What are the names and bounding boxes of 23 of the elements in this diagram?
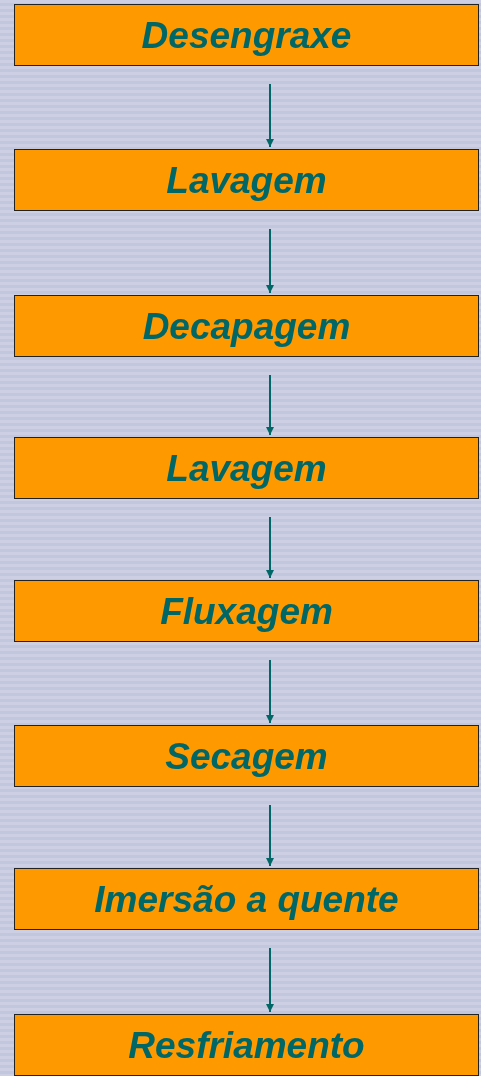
process-box — [14, 868, 479, 930]
arrow — [266, 228, 274, 294]
arrow — [266, 659, 274, 724]
process-box — [14, 295, 479, 357]
process-box — [14, 437, 479, 499]
arrow — [266, 374, 274, 436]
arrow — [266, 83, 274, 148]
process-box — [14, 580, 479, 642]
step-label: Resfriamento — [128, 1026, 365, 1064]
step-label: Desengraxe — [141, 16, 352, 54]
arrow — [266, 804, 274, 867]
process-box — [14, 725, 479, 787]
step-label: Lavagem — [166, 161, 327, 199]
step-label: Fluxagem — [160, 592, 333, 630]
step-label: Secagem — [165, 737, 328, 775]
process-box — [14, 149, 479, 211]
step-label: Decapagem — [142, 307, 351, 345]
process-box — [14, 1014, 479, 1076]
arrow — [266, 516, 274, 579]
arrow — [266, 947, 274, 1013]
step-label: Lavagem — [166, 449, 327, 487]
process-box — [14, 4, 479, 66]
step-label: Imersão a quente — [94, 880, 399, 918]
